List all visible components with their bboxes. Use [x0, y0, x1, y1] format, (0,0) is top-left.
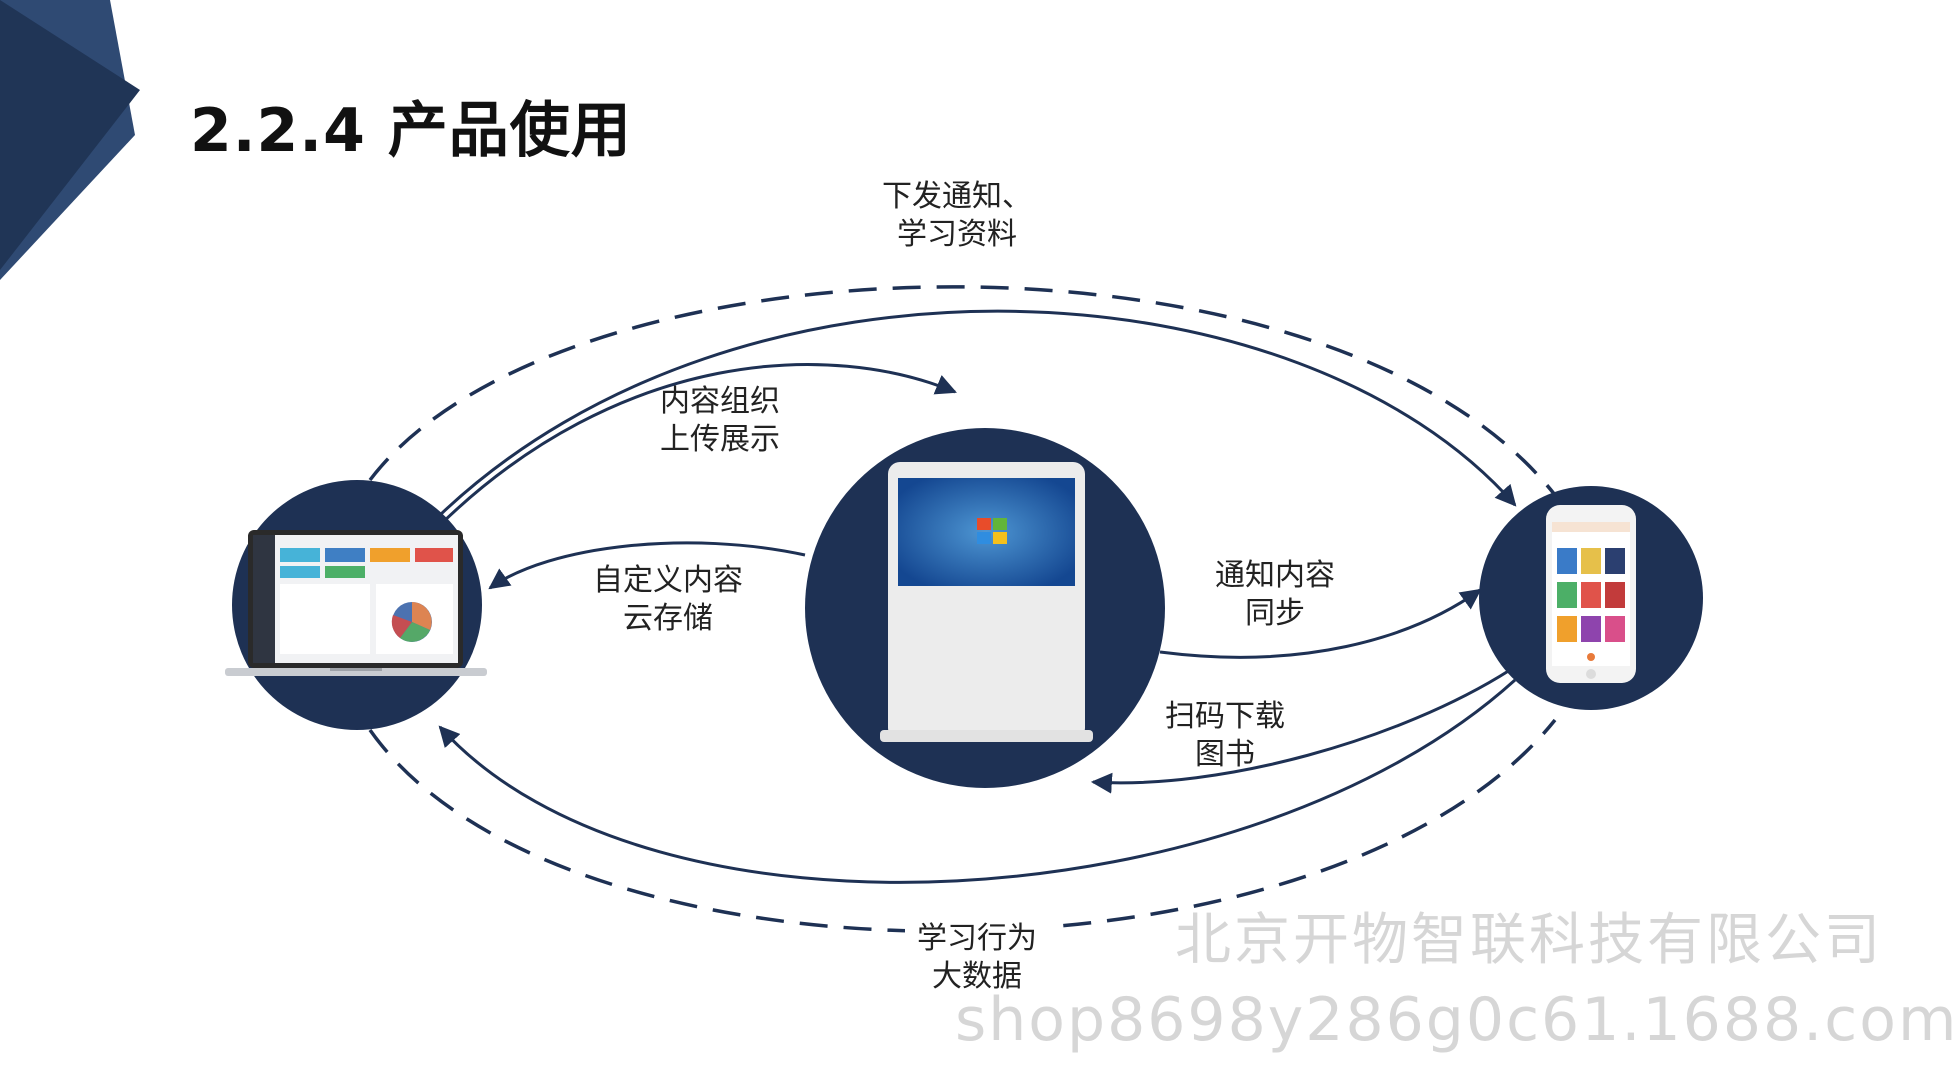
- phone-node: [1479, 486, 1703, 710]
- watermark-shop-url: shop8698y286g0c61.1688.com: [955, 985, 1958, 1055]
- label-notify-sync: 通知内容 同步: [1215, 558, 1335, 631]
- label-notify-materials: 下发通知、 学习资料: [870, 178, 1044, 254]
- kiosk-stand: [880, 730, 1093, 742]
- label-big-data: 学习行为 大数据: [905, 920, 1049, 996]
- watermark-company: 北京开物智联科技有限公司: [1175, 908, 1883, 973]
- arrow-kiosk-to-phone: [1159, 588, 1482, 659]
- arrow-kiosk-to-laptop: [488, 541, 806, 590]
- arrow-phone-to-kiosk: [1090, 668, 1511, 794]
- phone-home-button: [1586, 669, 1596, 679]
- corner-decoration: [0, 0, 140, 280]
- arrow-laptop-to-phone: [438, 309, 1517, 517]
- corner-chevron-front: [0, 0, 140, 270]
- laptop-base: [225, 668, 487, 676]
- page-title: 2.2.4 产品使用: [190, 96, 632, 166]
- kiosk-node: [805, 428, 1165, 788]
- label-scan-download: 扫码下载 图书: [1165, 699, 1285, 772]
- arrow-laptop-to-kiosk: [438, 363, 957, 527]
- dashed-arc-top: [368, 285, 1557, 497]
- label-content-upload: 内容组织 上传展示: [660, 384, 780, 457]
- laptop-sidebar: [253, 535, 275, 663]
- laptop-node: [225, 480, 487, 730]
- label-cloud-storage: 自定义内容 云存储: [593, 563, 743, 636]
- arrow-phone-to-laptop: [438, 678, 1517, 884]
- windows-logo-icon: [977, 518, 1007, 544]
